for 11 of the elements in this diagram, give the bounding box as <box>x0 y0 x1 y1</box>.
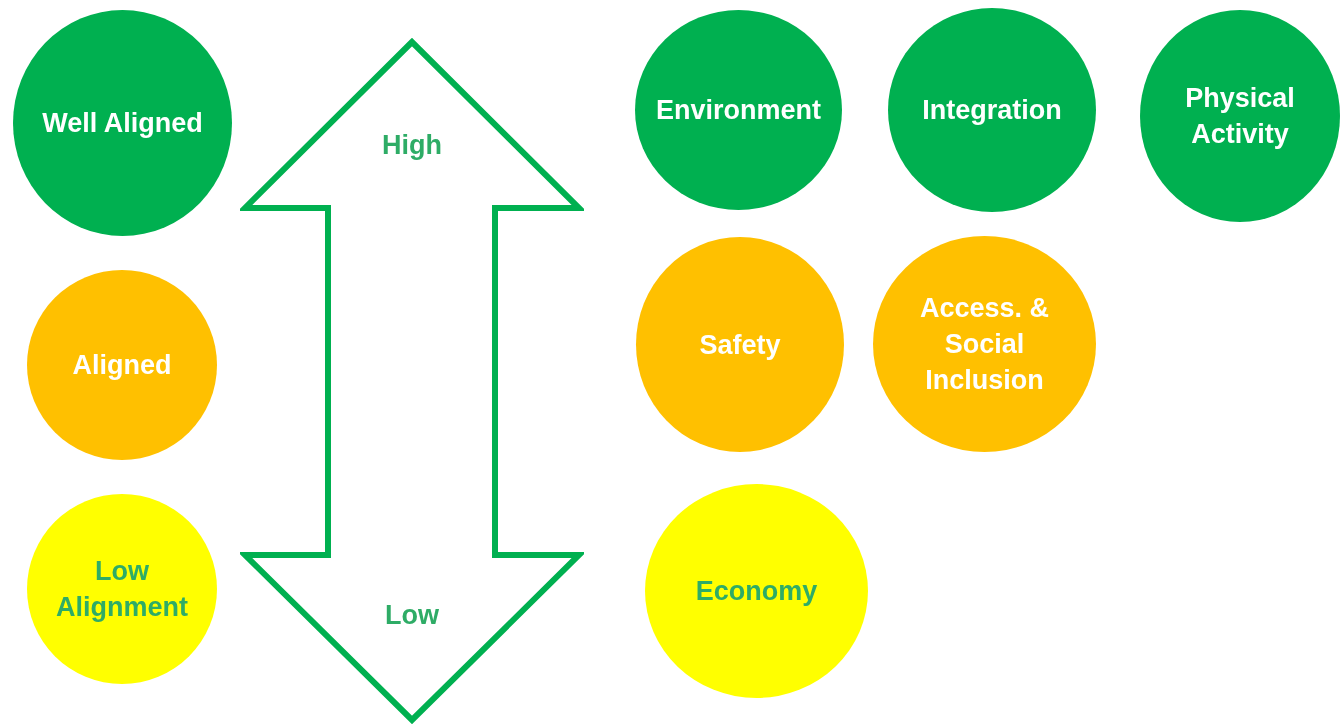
circle-label: Aligned <box>71 349 173 382</box>
circle-label: Low Alignment <box>55 555 189 624</box>
circle-label: Integration <box>921 94 1063 127</box>
circle-label: Well Aligned <box>41 107 204 140</box>
circle-label: Access. & Social Inclusion <box>918 292 1051 397</box>
arrow-label: High <box>382 130 442 161</box>
arrow-label: Low <box>385 600 439 631</box>
circle-label: Physical Activity <box>1184 82 1296 151</box>
circle-label: Economy <box>694 575 819 608</box>
circle-label: Safety <box>698 328 782 362</box>
circle-label: Environment <box>655 94 822 127</box>
